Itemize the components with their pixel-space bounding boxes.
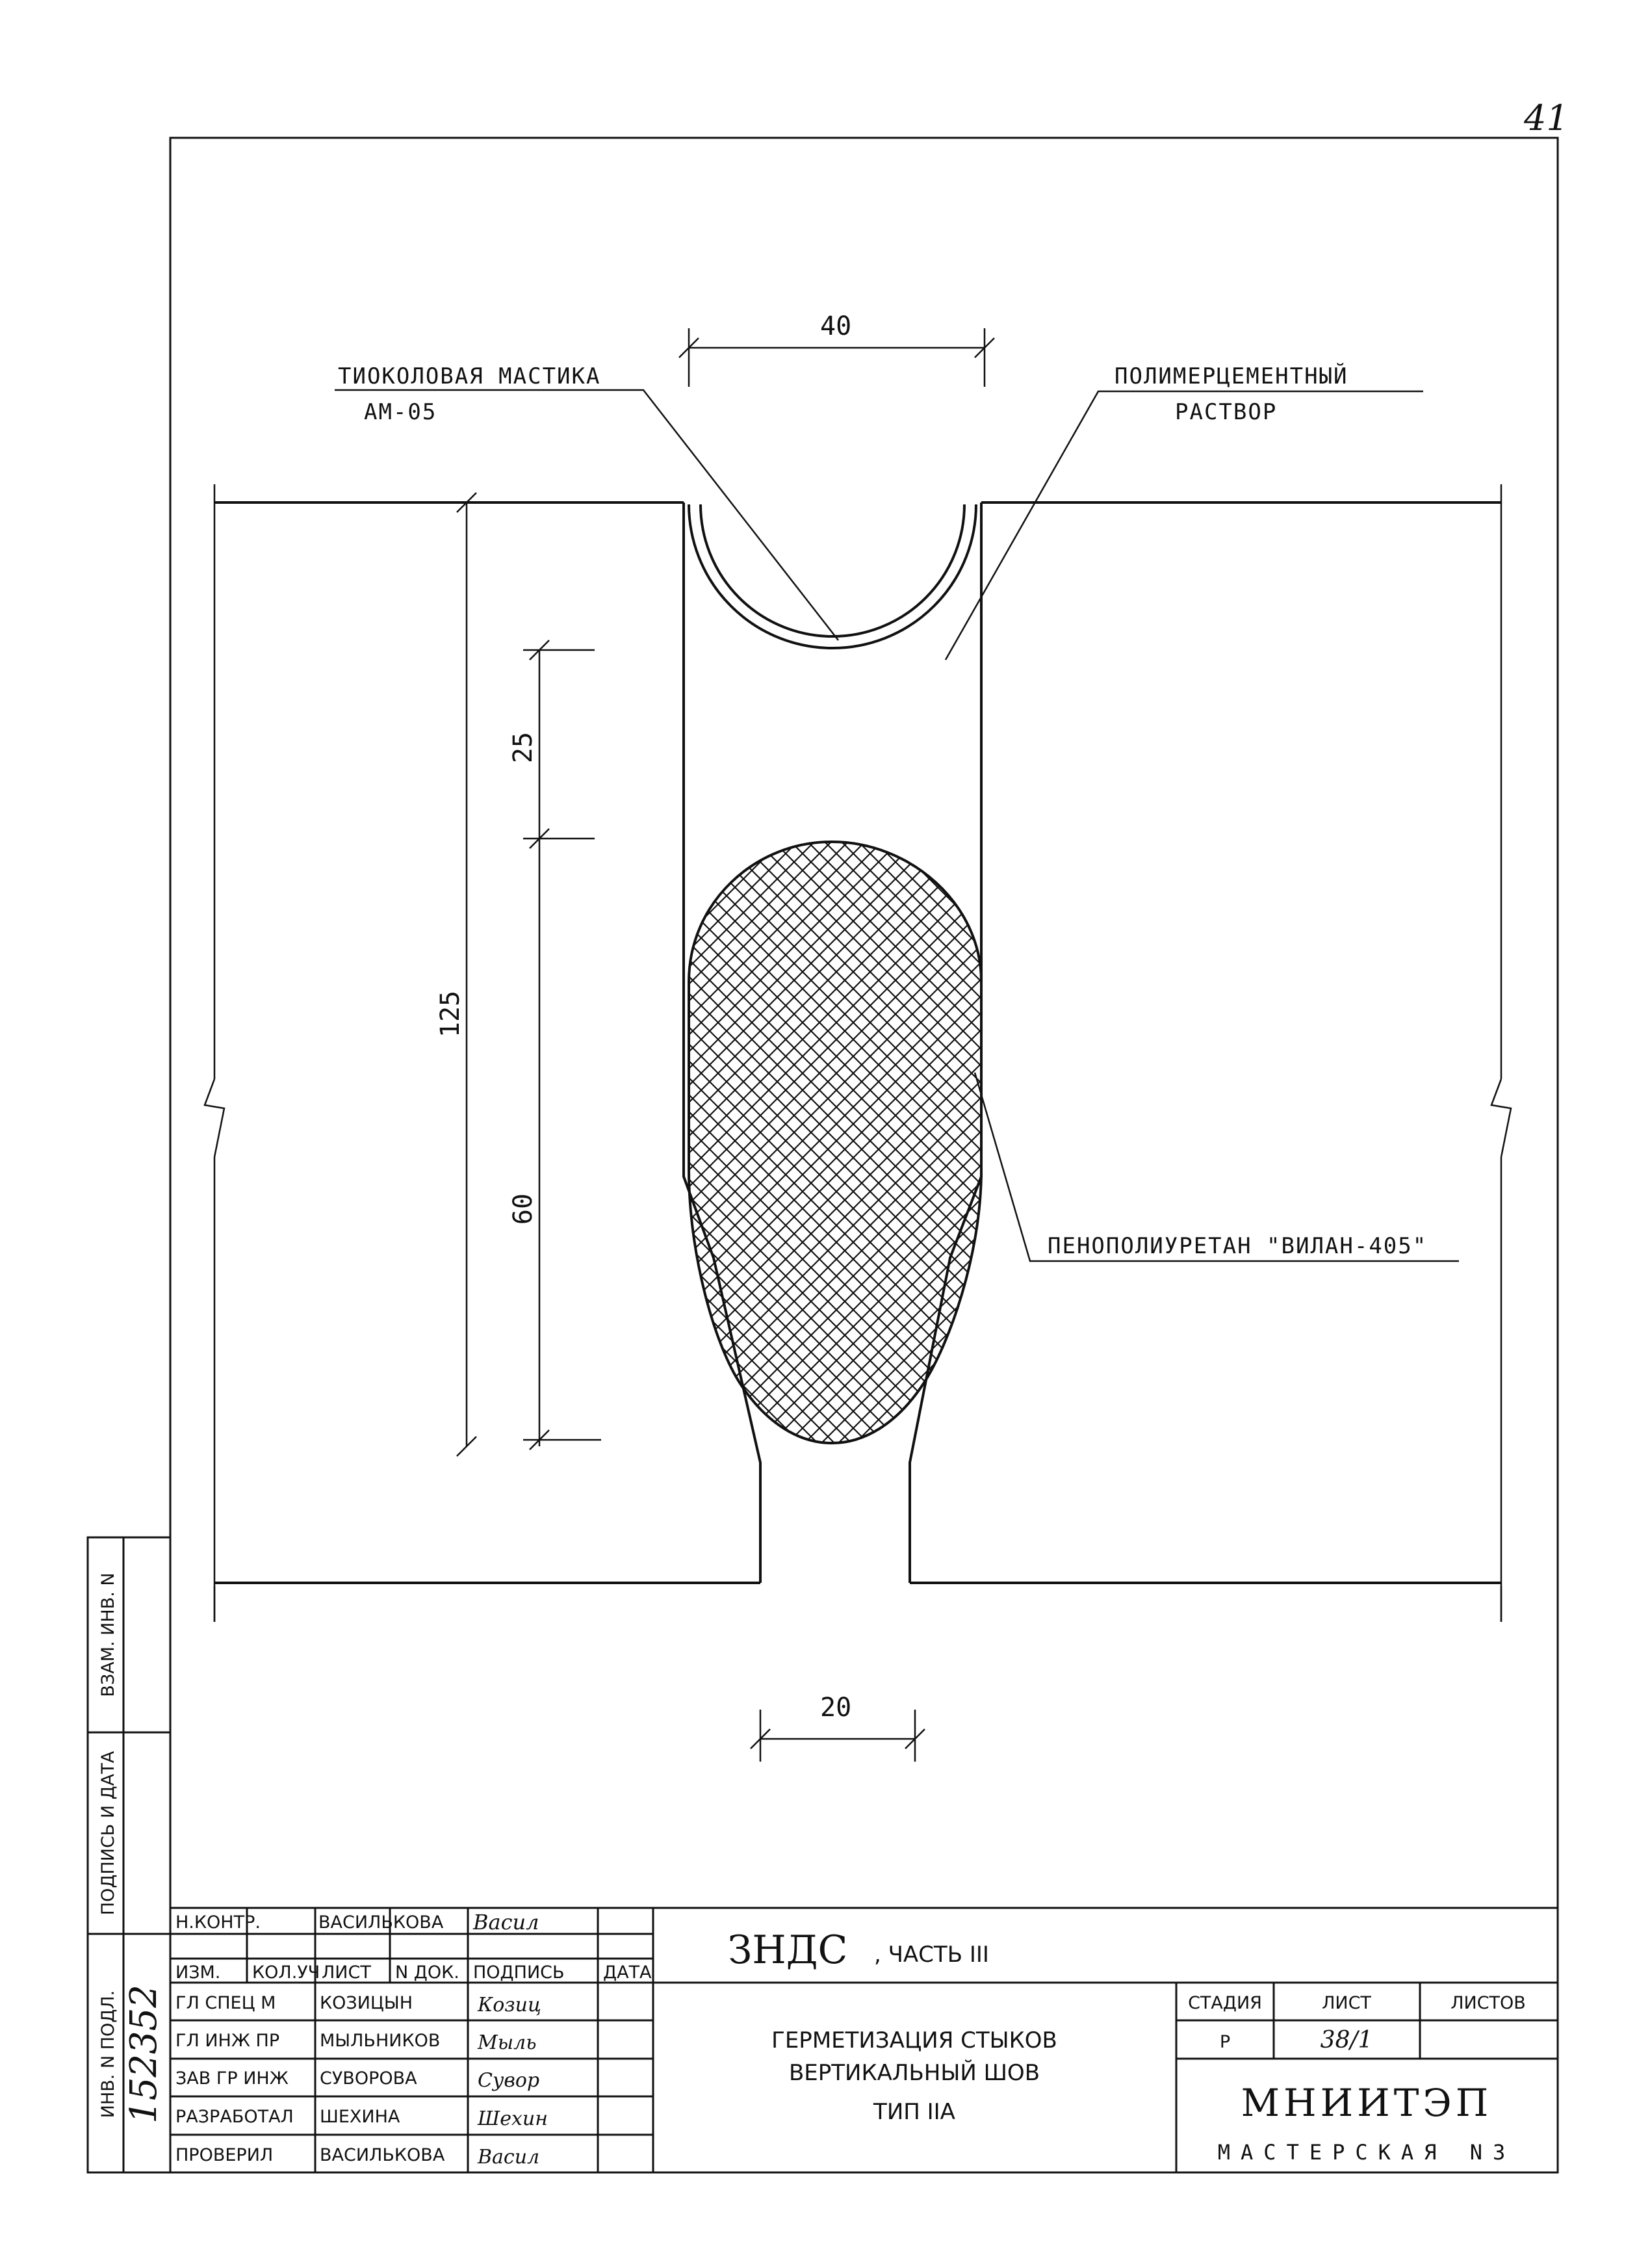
tb-sheet-label: ЛИСТ bbox=[1322, 1993, 1371, 2013]
tb-hdr-izm: ИЗМ. bbox=[175, 1962, 220, 1983]
tb-staff-sign: Сувор bbox=[478, 2069, 539, 2092]
tb-hdr-ndok: N ДОК. bbox=[395, 1962, 459, 1983]
tb-staff-role: ГЛ СПЕЦ М bbox=[175, 1993, 276, 2013]
leader-mortar bbox=[944, 390, 1423, 660]
dimension-bottom-width bbox=[750, 1710, 925, 1762]
side-stamp-frame bbox=[86, 1536, 172, 2174]
label-mastic-line1: ТИОКОЛОВАЯ МАСТИКА bbox=[338, 363, 600, 389]
label-mortar-line1: ПОЛИМЕРЦЕМЕНТНЫЙ bbox=[1115, 363, 1348, 389]
tb-title-line2: ВЕРТИКАЛЬНЫЙ ШОВ bbox=[789, 2059, 1040, 2086]
dimension-125-label: 125 bbox=[435, 991, 465, 1037]
tb-staff-role: ГЛ ИНЖ ПР bbox=[175, 2031, 279, 2051]
polyurethane-foam-cord bbox=[688, 840, 983, 1445]
tb-staff-sign: Васил bbox=[477, 2146, 539, 2169]
tb-staff-sign: Шехин bbox=[477, 2107, 548, 2130]
tb-hdr-data: ДАТА bbox=[603, 1962, 652, 1983]
tb-staff-role: ЗАВ ГР ИНЖ bbox=[175, 2068, 289, 2089]
thiokol-mastic bbox=[688, 504, 977, 649]
tb-org-sub: МАСТЕРСКАЯ N3 bbox=[1218, 2140, 1515, 2165]
left-panel bbox=[203, 484, 762, 1622]
stamp-podpis-data: ПОДПИСЬ И ДАТА bbox=[98, 1751, 118, 1915]
stamp-inv-number: 152352 bbox=[123, 1985, 165, 2124]
tb-hdr-kol: КОЛ.УЧ bbox=[252, 1962, 320, 1983]
tb-staff-sign: Козиц bbox=[477, 1994, 541, 2016]
dimension-top-width bbox=[678, 328, 995, 387]
tb-staff-name: ШЕХИНА bbox=[320, 2107, 400, 2127]
tb-nkontr-role: Н.КОНТР. bbox=[175, 1912, 261, 1933]
dimension-40-label: 40 bbox=[820, 311, 851, 341]
dimension-25-label: 25 bbox=[508, 732, 538, 763]
tb-title-line1: ГЕРМЕТИЗАЦИЯ СТЫКОВ bbox=[771, 2027, 1057, 2053]
tb-hdr-podpis: ПОДПИСЬ bbox=[473, 1962, 565, 1983]
tb-nkontr-name: ВАСИЛЬКОВА bbox=[318, 1912, 444, 1933]
dimension-20-label: 20 bbox=[820, 1693, 851, 1723]
dimension-overall-depth bbox=[456, 492, 477, 1457]
tb-sheets-label: ЛИСТОВ bbox=[1450, 1993, 1526, 2013]
tb-project-part: , ЧАСТЬ III bbox=[874, 1942, 989, 1968]
tb-staff-sign: Мыль bbox=[477, 2031, 537, 2054]
tb-staff-name: СУВОРОВА bbox=[320, 2068, 417, 2089]
stamp-vzam-inv: ВЗАМ. ИНВ. N bbox=[98, 1572, 118, 1697]
page-number: 41 bbox=[1523, 98, 1569, 138]
label-mastic-line2: АМ-05 bbox=[364, 399, 437, 425]
leader-foam bbox=[973, 1072, 1459, 1262]
tb-staff-role: РАЗРАБОТАЛ bbox=[175, 2107, 294, 2127]
tb-staff-name: ВАСИЛЬКОВА bbox=[320, 2145, 445, 2165]
stamp-inv-podl: ИНВ. N ПОДЛ. bbox=[98, 1990, 118, 2118]
tb-stage-label: СТАДИЯ bbox=[1188, 1993, 1262, 2013]
tb-org: МНИИТЭП bbox=[1241, 2081, 1493, 2125]
dimension-60-label: 60 bbox=[508, 1193, 538, 1225]
tb-staff-name: КОЗИЦЫН bbox=[320, 1993, 413, 2013]
tb-project: ЗНДС bbox=[728, 1927, 847, 1973]
right-panel bbox=[909, 484, 1512, 1622]
title-block-grid bbox=[169, 1907, 1559, 2174]
tb-title-line3: ТИП IIА bbox=[873, 2099, 955, 2125]
label-mortar-line2: РАСТВОР bbox=[1175, 399, 1277, 425]
tb-staff-name: МЫЛЬНИКОВ bbox=[320, 2031, 440, 2051]
label-foam: ПЕНОПОЛИУРЕТАН "ВИЛАН-405" bbox=[1048, 1233, 1427, 1259]
tb-sheet-value: 38/1 bbox=[1321, 2027, 1373, 2053]
tb-stage-value: Р bbox=[1220, 2032, 1230, 2052]
tb-nkontr-sign: Васил bbox=[472, 1910, 539, 1935]
dimension-chain-depth bbox=[523, 640, 601, 1450]
tb-staff-role: ПРОВЕРИЛ bbox=[175, 2145, 273, 2165]
leader-mastic bbox=[335, 389, 839, 641]
tb-hdr-list: ЛИСТ bbox=[322, 1962, 371, 1983]
